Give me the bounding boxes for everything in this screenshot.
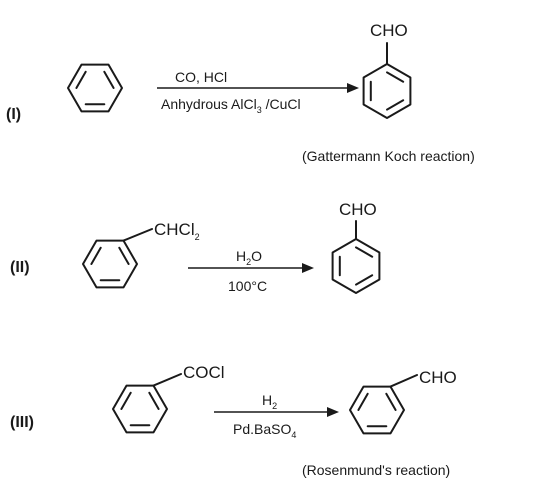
substituent-group: CHCl2 [154, 220, 200, 242]
benzene-ring [67, 63, 123, 113]
reagent-bottom: Pd.BaSO4 [233, 421, 296, 440]
reaction-label: (II) [10, 259, 30, 276]
benzal-chloride-ring [82, 228, 153, 289]
benzaldehyde-ring [331, 220, 381, 294]
reagent-top: H2O [236, 248, 262, 267]
product-group: CHO [370, 21, 408, 40]
benzoyl-chloride-ring [112, 373, 182, 434]
reagent-bottom: 100°C [228, 278, 267, 294]
reaction-name: (Rosenmund's reaction) [302, 462, 450, 478]
reaction-1: (I) CO, HCl Anhydrous AlCl3 /CuCl CHO (G… [6, 21, 475, 164]
benzaldehyde-ring [362, 42, 412, 119]
reaction-arrow [214, 407, 339, 417]
reaction-label: (III) [10, 414, 34, 431]
reaction-arrow [188, 263, 314, 273]
reagent-top: H2 [262, 392, 277, 411]
reagent-top: CO, HCl [175, 69, 227, 85]
reaction-2: (II) CHCl2 H2O 100°C CHO [10, 200, 381, 294]
product-group: CHO [339, 200, 377, 219]
benzaldehyde-ring [349, 374, 418, 435]
reaction-label: (I) [6, 106, 21, 123]
reaction-arrow [157, 83, 359, 93]
reagent-bottom: Anhydrous AlCl3 /CuCl [161, 96, 301, 115]
reaction-name: (Gattermann Koch reaction) [302, 148, 475, 164]
substituent-group: COCl [183, 363, 225, 382]
reaction-3: (III) COCl H2 Pd.BaSO4 CHO (Rosenmund's … [10, 363, 457, 478]
product-group: CHO [419, 368, 457, 387]
